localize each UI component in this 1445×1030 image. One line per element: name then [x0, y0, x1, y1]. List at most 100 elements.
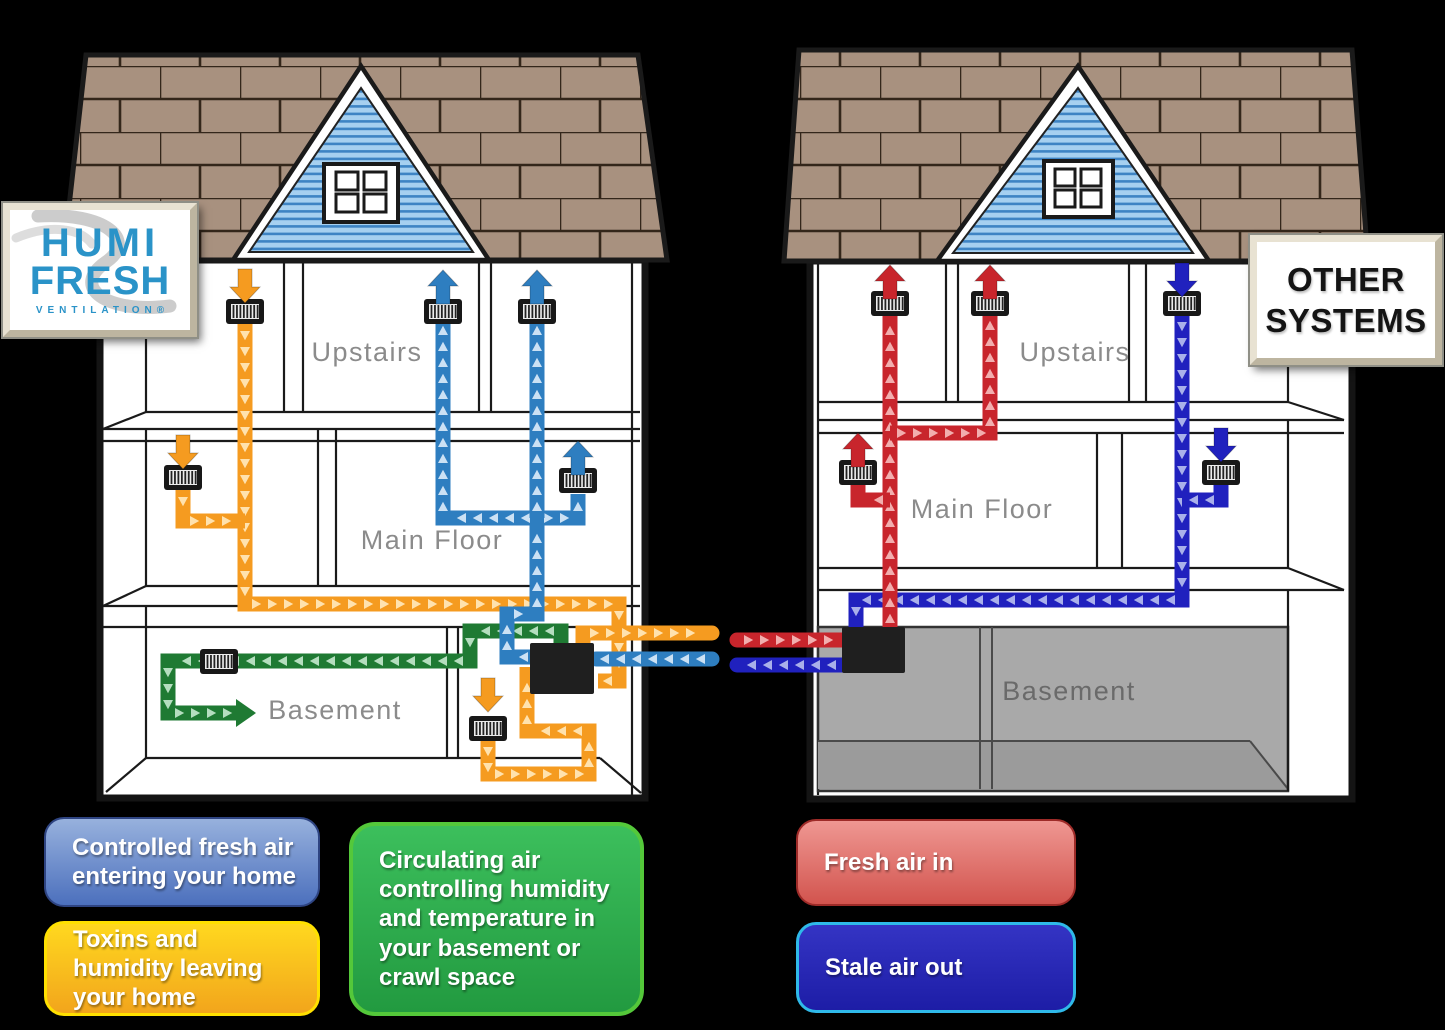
- flow-chevron: [945, 428, 955, 438]
- flow-chevron: [373, 656, 383, 666]
- flow-chevron: [1177, 418, 1187, 428]
- flow-chevron: [437, 656, 447, 666]
- flow-chevron: [245, 656, 255, 666]
- label-left-upstairs: Upstairs: [311, 337, 423, 367]
- flow-chevron: [178, 497, 188, 507]
- flow-chevron: [1177, 530, 1187, 540]
- flow-chevron: [590, 628, 600, 638]
- flow-chevron: [1101, 595, 1111, 605]
- vent-other-mainfloor-stale: [1202, 460, 1240, 485]
- flow-chevron: [240, 331, 250, 341]
- flow-chevron: [575, 769, 585, 779]
- flow-chevron: [438, 437, 448, 447]
- window-pane: [1079, 188, 1103, 209]
- flow-chevron: [520, 513, 530, 523]
- flow-chevron: [893, 595, 903, 605]
- duct-fresh-riser-right: [529, 324, 545, 518]
- flow-chevron: [826, 660, 836, 670]
- vent-face: [876, 296, 904, 311]
- flow-chevron: [606, 628, 616, 638]
- flow-chevron: [240, 347, 250, 357]
- flow-chevron: [615, 654, 625, 664]
- flow-chevron: [909, 595, 919, 605]
- duct-exhaust-branch-mainfloor: [175, 490, 245, 529]
- flow-chevron: [1005, 595, 1015, 605]
- flow-chevron: [207, 708, 217, 718]
- flow-chevron: [438, 373, 448, 383]
- flow-chevron: [810, 660, 820, 670]
- flow-chevron: [532, 325, 542, 335]
- hrv-unit-humifresh: [530, 643, 594, 694]
- flow-chevron: [614, 643, 624, 653]
- vent-grilles: [164, 291, 1240, 741]
- flow-chevron: [638, 628, 648, 638]
- flow-chevron: [522, 698, 532, 708]
- window-pane: [362, 170, 388, 192]
- flow-chevron: [654, 628, 664, 638]
- flow-chevron: [885, 613, 895, 623]
- arrow-other-fresh-mainfloor: [841, 432, 875, 468]
- arrow-other-fresh-upstairs-right: [973, 264, 1007, 300]
- flow-chevron: [1177, 402, 1187, 412]
- flow-chevron: [438, 453, 448, 463]
- flow-chevron: [438, 357, 448, 367]
- flow-chevron: [1021, 595, 1031, 605]
- flow-chevron: [357, 656, 367, 666]
- flow-chevron: [1188, 495, 1198, 505]
- flow-chevron: [532, 581, 542, 591]
- right-basement-floor: [818, 741, 1288, 789]
- flow-chevron: [544, 626, 554, 636]
- flow-chevron: [240, 507, 250, 517]
- vent-basement-exhaust: [469, 716, 507, 741]
- window-pane: [334, 170, 360, 192]
- structure-line: [102, 410, 147, 431]
- duct-other-fresh-intake-pipe: [729, 632, 851, 648]
- flow-chevron: [631, 654, 641, 664]
- logo-line-humi: HUMI: [40, 221, 160, 266]
- flow-chevron: [240, 379, 250, 389]
- flow-chevron: [532, 437, 542, 447]
- legend-controlled-fresh-air: Controlled fresh air entering your home: [44, 817, 320, 907]
- flow-chevron: [512, 626, 522, 636]
- flow-chevron: [885, 597, 895, 607]
- other-systems-line2: SYSTEMS: [1265, 302, 1427, 339]
- vent-face: [564, 473, 592, 488]
- flow-chevron: [532, 357, 542, 367]
- flow-chevron: [456, 513, 466, 523]
- legend-fresh-air-in: Fresh air in: [796, 819, 1076, 906]
- vent-upstairs-supply-right: [518, 299, 556, 324]
- flow-chevron: [502, 640, 512, 650]
- flow-chevron: [163, 668, 173, 678]
- flow-chevron: [1177, 578, 1187, 588]
- flow-chevron: [438, 325, 448, 335]
- flow-chevron: [851, 607, 861, 617]
- arrow-other-fresh-upstairs-left: [873, 264, 907, 300]
- flow-chevron: [746, 660, 756, 670]
- label-right-upstairs: Upstairs: [1019, 337, 1131, 367]
- flow-chevron: [240, 363, 250, 373]
- flow-chevron: [985, 416, 995, 426]
- flow-chevron: [897, 428, 907, 438]
- flow-chevron: [389, 656, 399, 666]
- flow-chevron: [679, 654, 689, 664]
- flow-chevron: [808, 635, 818, 645]
- label-right-basement: Basement: [1002, 676, 1136, 706]
- flow-chevron: [277, 656, 287, 666]
- duct-exhaust-riser-upstairs-to-unit: [237, 324, 627, 689]
- flow-chevron: [647, 654, 657, 664]
- flow-chevron: [1149, 595, 1159, 605]
- flow-chevron: [316, 599, 326, 609]
- flow-chevron: [532, 405, 542, 415]
- flow-chevron: [532, 597, 542, 607]
- flow-chevron: [584, 757, 594, 767]
- flow-chevron: [163, 684, 173, 694]
- flow-chevron: [240, 587, 250, 597]
- structure-line: [599, 757, 642, 794]
- flow-chevron: [511, 769, 521, 779]
- flow-chevron: [1177, 466, 1187, 476]
- arrow-supply-mainfloor: [561, 440, 595, 476]
- flow-chevron: [240, 555, 250, 565]
- vent-face: [844, 465, 872, 480]
- flow-chevron: [261, 656, 271, 666]
- vent-other-upstairs-stale: [1163, 291, 1201, 316]
